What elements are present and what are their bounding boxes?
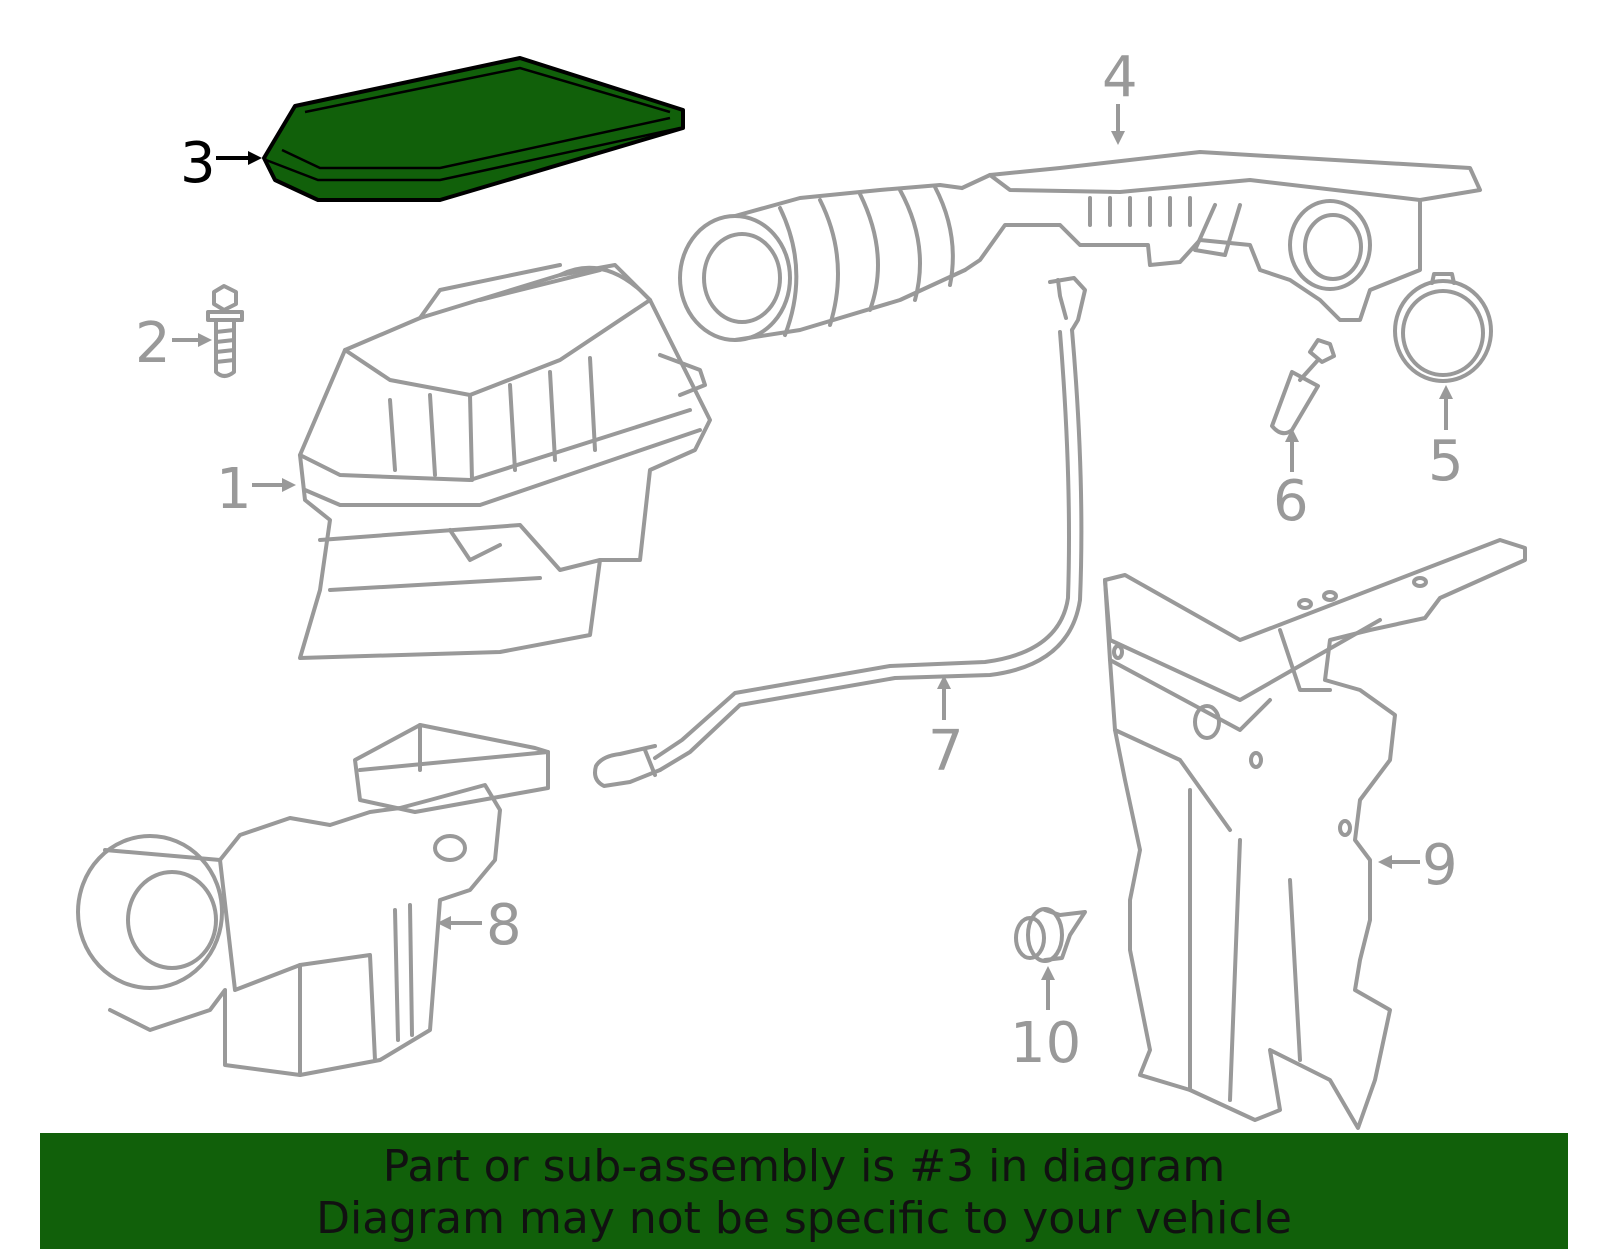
callout-label-4: 4	[1102, 45, 1138, 110]
part-6-sensor[interactable]	[1270, 338, 1336, 436]
callout-arrow-2	[172, 333, 212, 347]
callout-arrow-4	[1111, 104, 1125, 145]
callout-arrow-1	[252, 478, 296, 492]
callout-arrow-5	[1439, 385, 1453, 430]
callout-label-9: 9	[1422, 833, 1458, 898]
part-4-air-inlet-duct[interactable]	[678, 150, 1482, 342]
callout-arrow-8	[437, 916, 482, 930]
banner-line-disclaimer: Diagram may not be specific to your vehi…	[316, 1193, 1292, 1244]
callout-arrow-10	[1041, 966, 1055, 1010]
callout-label-5: 5	[1428, 429, 1464, 494]
part-9-splash-shield[interactable]	[1103, 538, 1527, 1130]
callout-arrow-6	[1285, 428, 1299, 472]
part-10-push-pin[interactable]	[1014, 907, 1087, 963]
part-7-hose[interactable]	[593, 276, 1087, 788]
callout-label-2: 2	[135, 311, 171, 376]
part-8-lower-intake-duct[interactable]	[76, 723, 550, 1077]
callout-label-1: 1	[216, 457, 252, 522]
callout-label-10: 10	[1010, 1011, 1081, 1076]
part-2-bolt[interactable]	[206, 284, 244, 378]
parts-diagram: 1 2 3 4 5 6 7 8 9 10	[76, 45, 1527, 1130]
callout-label-6: 6	[1273, 469, 1309, 534]
part-5-hose-clamp[interactable]	[1393, 272, 1493, 383]
part-1-air-cleaner-housing[interactable]	[298, 263, 712, 660]
part-3-air-filter[interactable]	[262, 56, 685, 202]
banner-line-part: Part or sub-assembly is #3 in diagram	[382, 1141, 1226, 1192]
callout-arrow-3	[216, 151, 262, 165]
info-banner: Part or sub-assembly is #3 in diagram Di…	[40, 1133, 1568, 1249]
callout-arrow-9	[1378, 855, 1420, 869]
callout-label-3: 3	[180, 131, 216, 196]
callout-label-7: 7	[928, 719, 964, 784]
callout-arrow-7	[937, 675, 951, 720]
callout-label-8: 8	[486, 893, 522, 958]
